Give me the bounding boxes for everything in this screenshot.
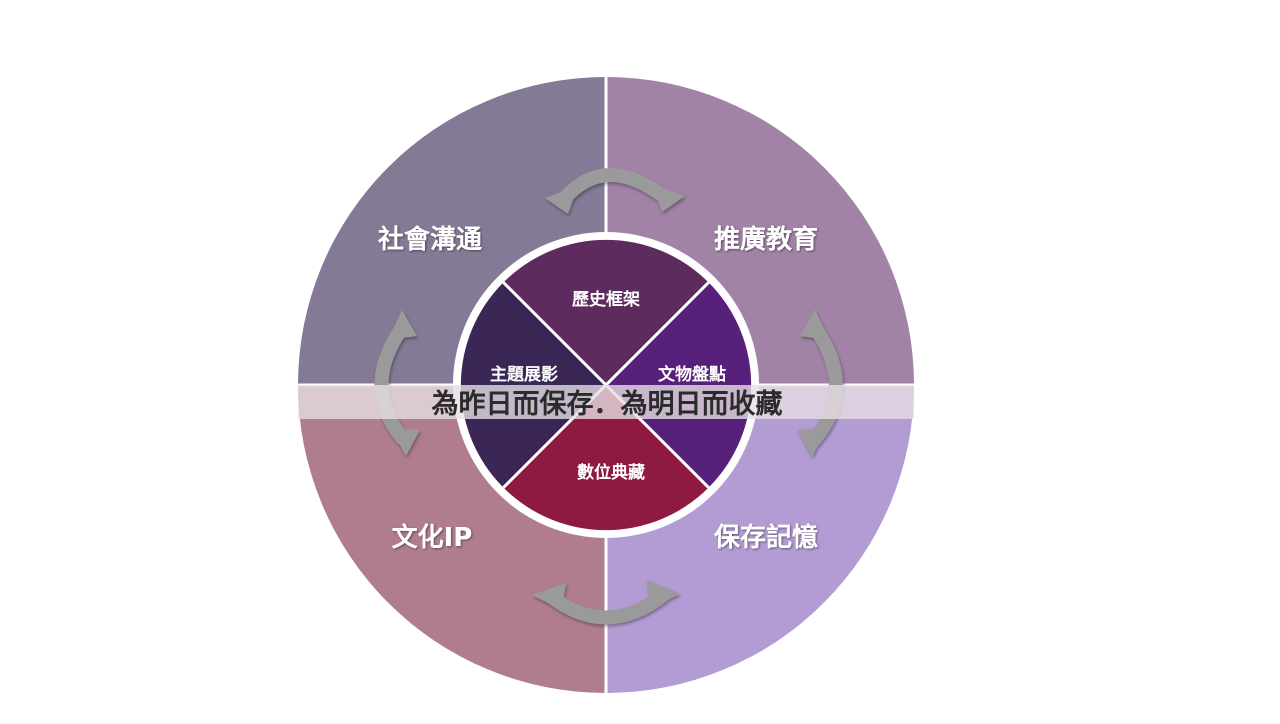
cycle-arrow-top [545,168,685,214]
label-cultural-ip: 文化IP [392,522,473,553]
label-historical-framework: 歷史框架 [572,289,640,310]
sector-historical-framework [503,239,709,385]
label-artifact-inventory: 文物盤點 [658,364,726,385]
center-banner [298,385,914,419]
label-social-communication: 社會溝通 [378,224,482,255]
label-preserve-memory: 保存記憶 [713,522,818,553]
label-outreach-education: 推廣教育 [714,224,818,255]
cycle-arrow-bottom [532,580,680,625]
center-banner-text: 為昨日而保存．為明日而收藏 [432,388,783,420]
label-digital-collection: 數位典藏 [577,462,645,483]
label-theme-exhibition: 主題展影 [490,364,558,385]
sector-digital-collection [503,385,709,531]
